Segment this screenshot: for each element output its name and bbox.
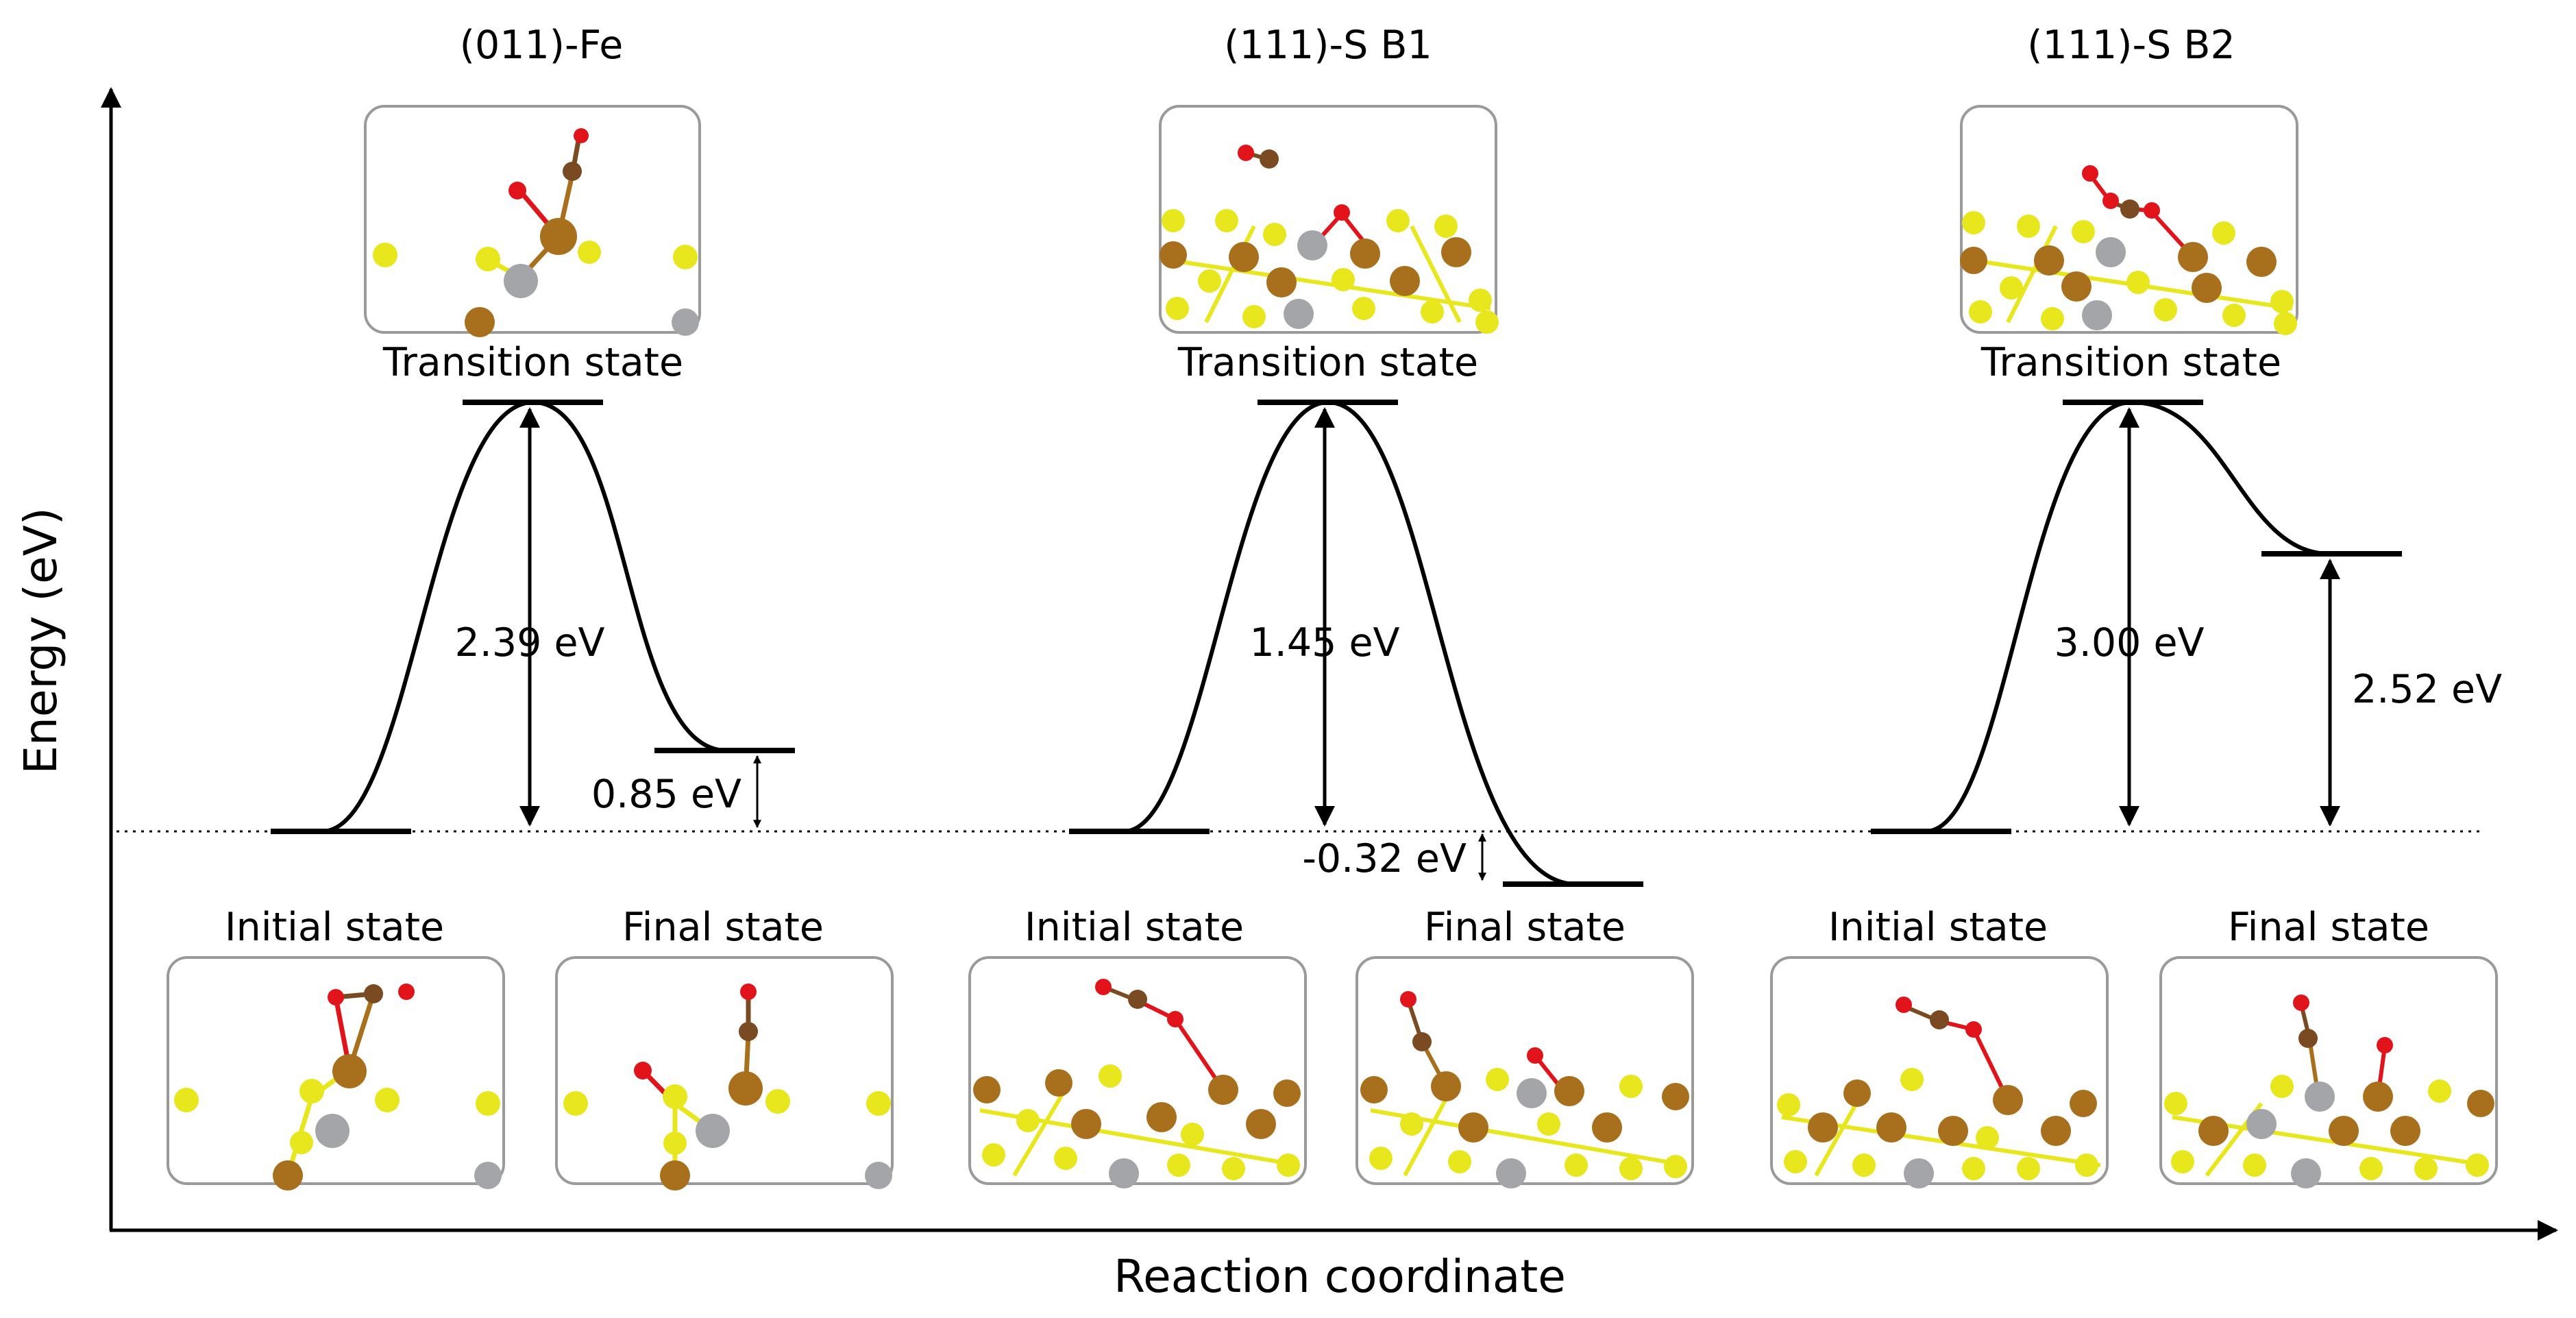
ts-structure-frame	[1960, 105, 2298, 334]
is-structure-frame	[968, 956, 1307, 1185]
fs-structure-image	[2164, 994, 2494, 1188]
ts-label: Transition state	[1177, 340, 1478, 385]
is-structure-image	[973, 979, 1301, 1188]
ts-label: Transition state	[382, 340, 683, 385]
panel-011-fe: (011)-Fe Transition state 2.39 eV	[167, 23, 894, 1191]
ts-label: Transition state	[1980, 340, 2281, 385]
y-axis-label: Energy (eV)	[14, 507, 67, 774]
ts-structure-image	[1960, 165, 2297, 335]
panel-title: (111)-S B1	[1224, 23, 1432, 68]
panel-title: (111)-S B2	[2027, 23, 2235, 68]
panel-title: (011)-Fe	[460, 23, 624, 68]
barrier-value: 3.00 eV	[2054, 620, 2204, 666]
energy-profile-curve	[1123, 400, 1577, 886]
is-structure-frame	[167, 956, 505, 1185]
barrier-value: 1.45 eV	[1249, 620, 1399, 666]
panel-111-s-b1: (111)-S B1	[968, 23, 1694, 1188]
x-axis-label: Reaction coordinate	[1114, 1250, 1566, 1303]
fs-structure-frame	[2159, 956, 2498, 1185]
ts-structure-frame	[364, 105, 701, 334]
reaction-energy-value: 2.52 eV	[2352, 667, 2502, 712]
is-structure-frame	[1770, 956, 2109, 1185]
is-label: Initial state	[1828, 905, 2048, 950]
fs-structure-frame	[1356, 956, 1694, 1185]
fs-structure-image	[563, 984, 892, 1191]
fs-label: Final state	[1424, 905, 1626, 950]
is-label: Initial state	[225, 905, 444, 950]
is-structure-image	[174, 984, 502, 1191]
fs-label: Final state	[622, 905, 824, 950]
panel-111-s-b2: (111)-S B2	[1770, 23, 2502, 1188]
ts-structure-frame	[1159, 105, 1497, 334]
energy-profile-curve	[1925, 400, 2331, 833]
fs-label: Final state	[2228, 905, 2429, 950]
barrier-value: 2.39 eV	[454, 620, 604, 666]
reaction-energy-value: 0.85 eV	[591, 772, 741, 817]
fs-structure-frame	[555, 956, 894, 1185]
is-structure-image	[1777, 997, 2101, 1188]
reaction-energy-value: -0.32 eV	[1302, 836, 1467, 881]
fs-structure-image	[1360, 991, 1689, 1188]
energy-profile-curve	[321, 400, 727, 833]
ts-structure-image	[373, 128, 699, 337]
is-label: Initial state	[1025, 905, 1244, 950]
ts-structure-image	[1160, 145, 1499, 334]
